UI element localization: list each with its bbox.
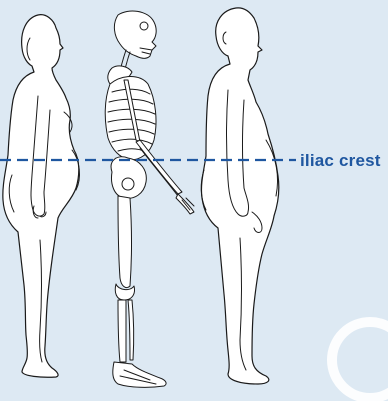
fibula — [128, 300, 134, 360]
eye-socket — [140, 22, 148, 30]
foot-bones — [113, 362, 166, 387]
watermark-ring — [332, 322, 388, 398]
skeleton-figure — [105, 11, 194, 387]
femur — [118, 196, 132, 288]
male-figure — [201, 8, 279, 384]
iliac-crest-label: iliac crest — [300, 151, 381, 171]
female-figure — [3, 15, 80, 378]
skull — [114, 11, 156, 58]
tibia — [118, 300, 126, 362]
